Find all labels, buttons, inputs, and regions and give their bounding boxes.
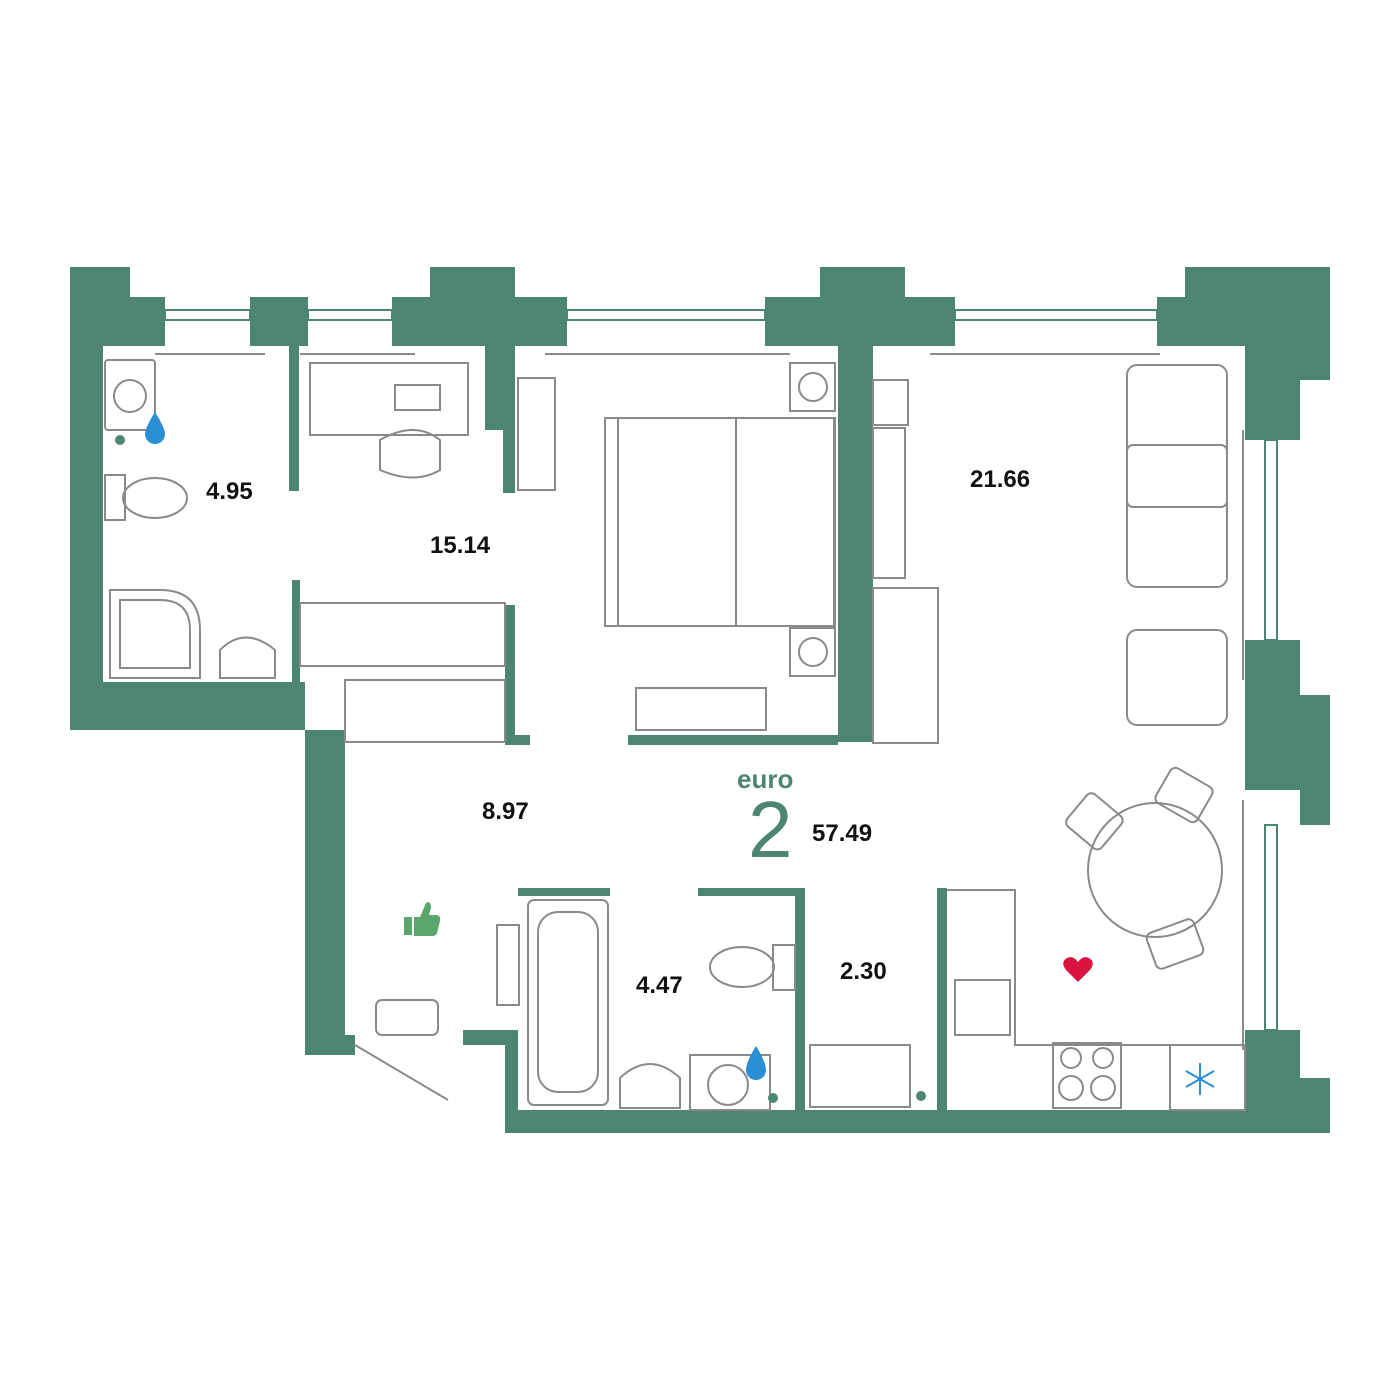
- room-area-bedroom: 15.14: [430, 532, 491, 559]
- windows: [164, 309, 1278, 1031]
- curtain-rails: [155, 353, 1244, 1050]
- snowflake-icon: [1185, 1063, 1215, 1095]
- room-area-bathroom-top: 4.95: [206, 478, 253, 505]
- rooms-count: 2: [748, 785, 793, 874]
- dot-marker: [768, 1093, 778, 1103]
- walls: [70, 267, 1330, 1133]
- dot-marker: [115, 435, 125, 445]
- water-drop-icon: [145, 412, 165, 444]
- room-area-storage: 2.30: [840, 958, 887, 985]
- water-drop-icon: [746, 1046, 766, 1080]
- room-area-bathroom-bottom: 4.47: [636, 972, 683, 999]
- total-area: 57.49: [812, 820, 873, 847]
- room-area-hallway: 8.97: [482, 798, 529, 825]
- thumbs-up-icon: [404, 902, 441, 936]
- heart-icon: [1063, 957, 1093, 982]
- entry-door: [354, 1044, 449, 1101]
- furniture: [104, 359, 1246, 1111]
- layout-type-label: euro: [737, 764, 794, 794]
- room-area-living-kitchen: 21.66: [970, 466, 1031, 493]
- dot-marker: [916, 1091, 926, 1101]
